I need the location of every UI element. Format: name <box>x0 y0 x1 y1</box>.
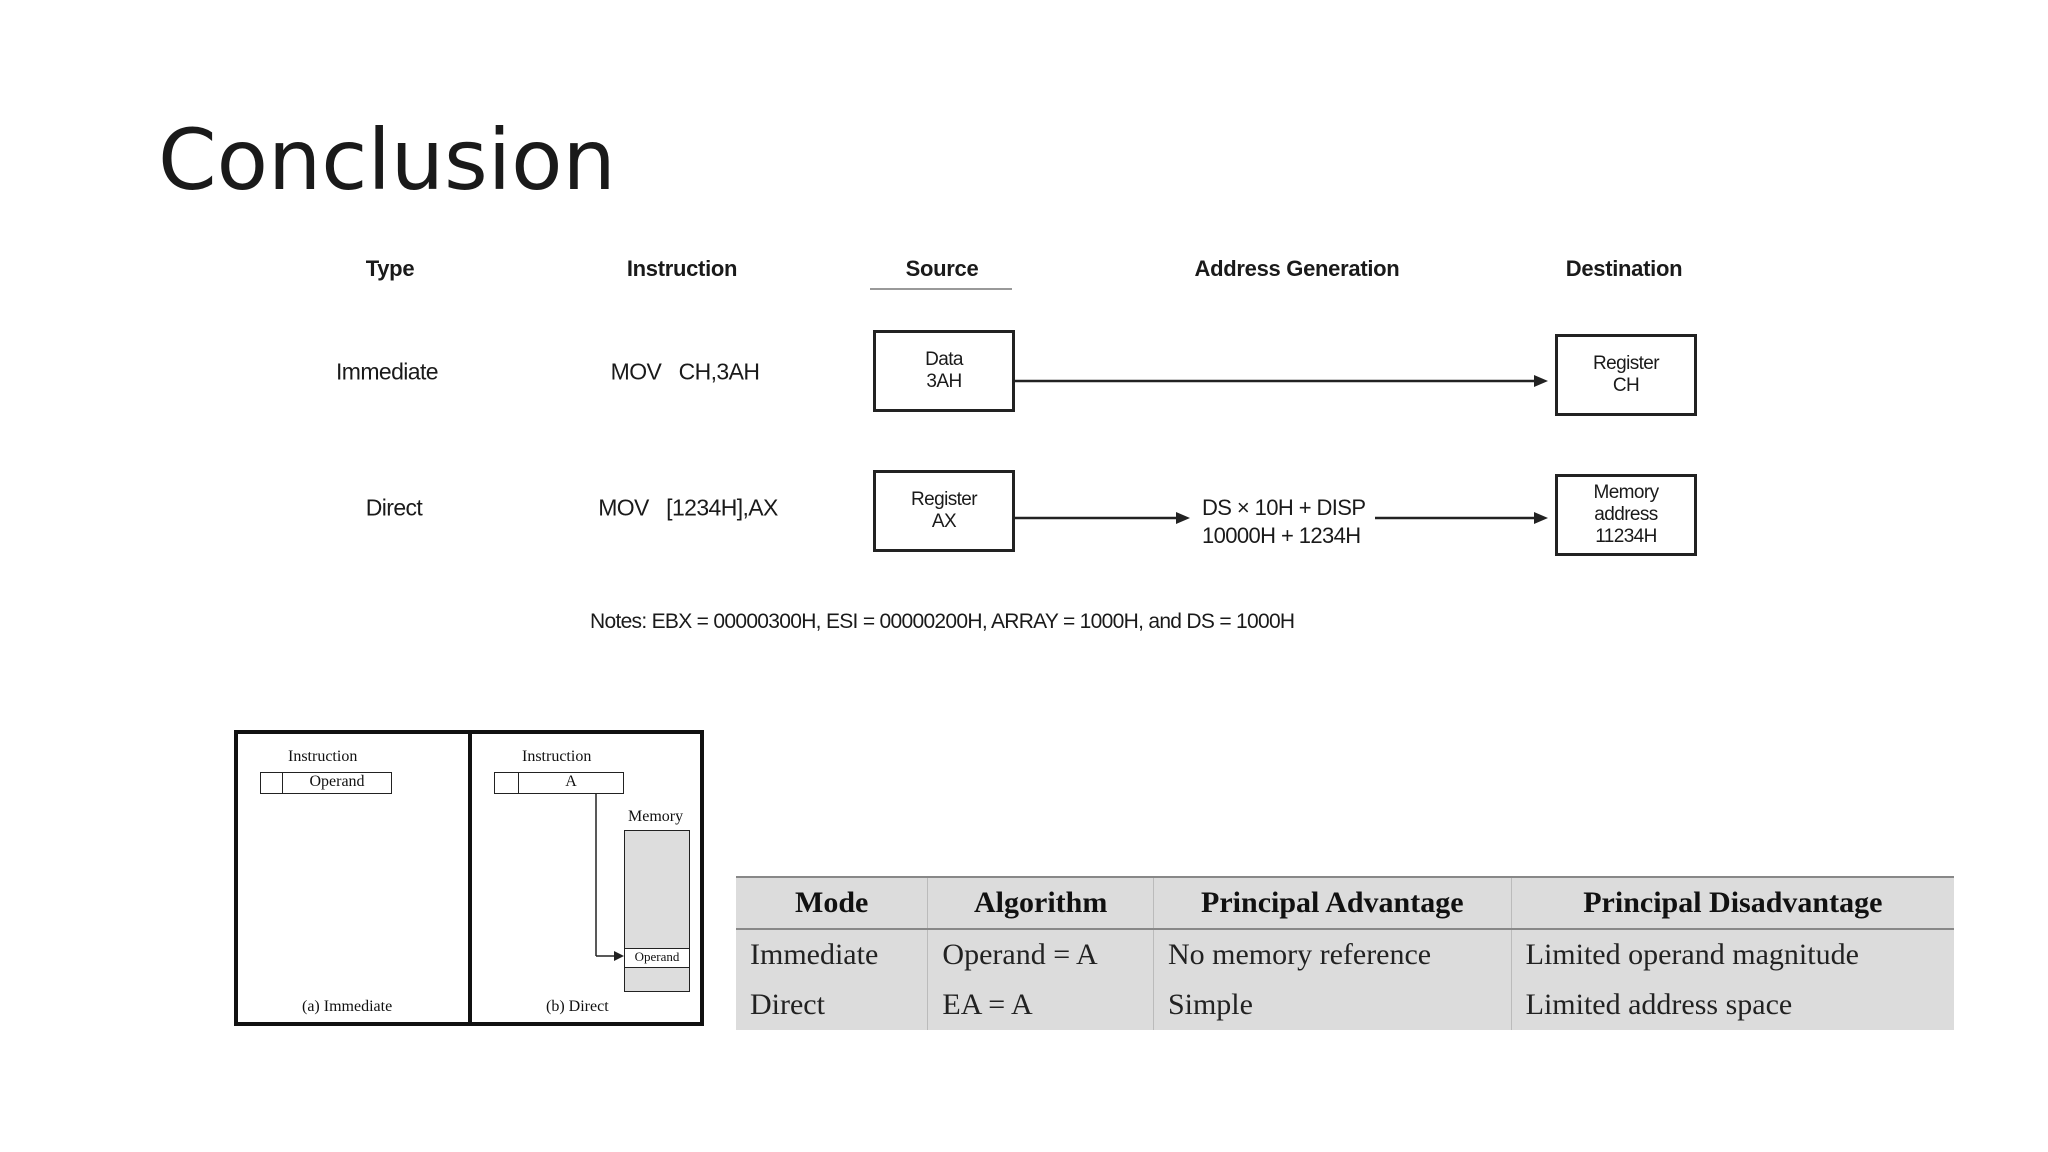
table-header-cell: Principal Advantage <box>1152 876 1512 930</box>
header-type: Type <box>365 256 415 281</box>
immediate-caption: (a) Immediate <box>302 998 393 1015</box>
row-immediate-instruction: MOV CH,3AH <box>610 358 760 385</box>
header-instruction: Instruction <box>626 256 738 281</box>
addressing-figure: Instruction Operand (a) Immediate Instru… <box>234 730 704 1026</box>
arrow-head <box>1534 375 1548 387</box>
destination-box-memory: Memory address 11234H <box>1555 474 1697 556</box>
table-cell: EA = A <box>927 980 1154 1030</box>
table-cell: Direct <box>750 988 825 1021</box>
table-cell: Operand = A <box>927 929 1154 980</box>
memory-label: Memory <box>628 808 684 825</box>
row-direct-type: Direct <box>365 494 423 521</box>
table-row: Direct EA = A Simple Limited address spa… <box>736 980 1954 1030</box>
table-header-row: Mode Algorithm Principal Advantage Princ… <box>736 876 1954 930</box>
row-direct-instruction: MOV [1234H],AX <box>598 494 778 521</box>
row-immediate-type: Immediate <box>336 358 439 385</box>
header-source: Source <box>905 256 979 281</box>
direct-instruction-label: Instruction <box>522 748 592 765</box>
table-cell: No memory reference <box>1152 929 1512 980</box>
destination-box-line: Memory <box>1593 482 1659 504</box>
source-box-line: Register <box>911 489 978 511</box>
table-cell: Simple <box>1152 980 1512 1030</box>
pointer-arrow-head <box>614 951 624 961</box>
figure-arrows <box>595 794 624 961</box>
address-formula: DS × 10H + DISP <box>1202 495 1366 520</box>
destination-box-register: Register CH <box>1555 334 1697 416</box>
table-row: Immediate Operand = A No memory referenc… <box>736 929 1954 980</box>
table-header-cell: Algorithm <box>927 876 1154 930</box>
immediate-instruction-label: Instruction <box>288 748 358 765</box>
source-box-line: AX <box>931 511 957 532</box>
source-box-line: 3AH <box>926 371 962 392</box>
source-box-register: Register AX <box>873 470 1015 552</box>
memory-operand-cell: Operand <box>624 948 690 968</box>
header-address-generation: Address Generation <box>1194 256 1400 281</box>
direct-caption: (b) Direct <box>546 998 609 1015</box>
arrow-head <box>1534 512 1548 524</box>
source-box-line: Data <box>925 349 963 371</box>
slide-title: Conclusion <box>158 111 616 209</box>
destination-box-line: Register <box>1593 353 1660 375</box>
address-generation-text: DS × 10H + DISP 10000H + 1234H <box>1202 494 1366 549</box>
destination-box-line: address <box>1594 504 1658 526</box>
direct-address-cell: A <box>518 772 624 794</box>
table-cell: Immediate <box>750 938 879 971</box>
address-value: 10000H + 1234H <box>1202 522 1361 548</box>
diagram-notes: Notes: EBX = 00000300H, ESI = 00000200H,… <box>590 610 1295 633</box>
destination-box-line: 11234H <box>1595 525 1657 547</box>
figure-divider <box>468 734 472 1022</box>
header-destination: Destination <box>1565 256 1683 281</box>
destination-box-line: CH <box>1612 375 1640 396</box>
table-header-cell: Principal Disadvantage <box>1510 876 1954 930</box>
source-underline <box>870 288 1012 290</box>
arrow-head <box>1176 512 1190 524</box>
addressing-summary-table: Mode Algorithm Principal Advantage Princ… <box>736 876 1954 1030</box>
table-cell: Limited address space <box>1510 980 1954 1030</box>
table-cell: Limited operand magnitude <box>1510 929 1954 980</box>
source-box-data: Data 3AH <box>873 330 1015 412</box>
table-header-cell: Mode <box>736 876 928 930</box>
immediate-operand-cell: Operand <box>282 772 392 794</box>
